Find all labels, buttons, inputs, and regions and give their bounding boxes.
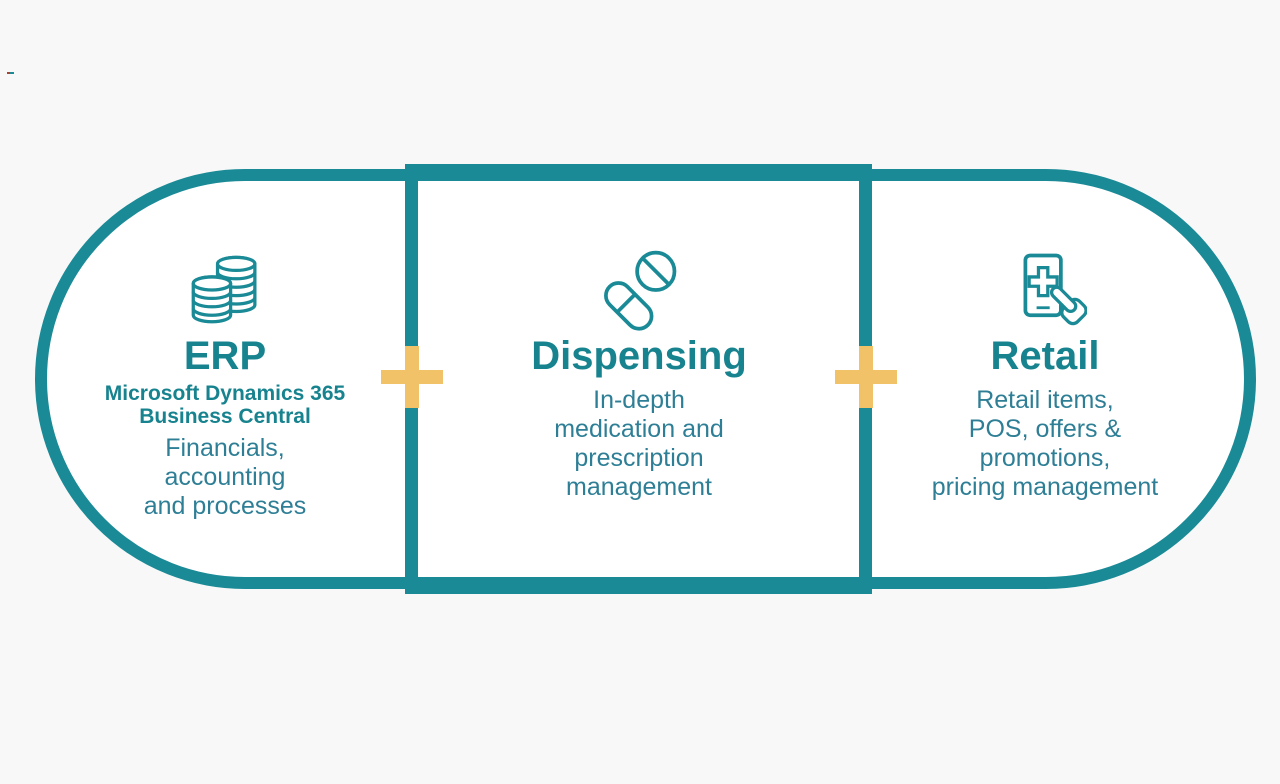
stray-mark-teal bbox=[10, 72, 14, 74]
section-title: Retail bbox=[990, 334, 1100, 378]
section-description: In-depth medication and prescription man… bbox=[554, 386, 724, 501]
phone-tap-icon bbox=[1003, 248, 1087, 332]
section-retail: Retail Retail items, POS, offers & promo… bbox=[880, 248, 1210, 502]
coins-icon bbox=[183, 248, 267, 332]
stray-mark bbox=[7, 72, 14, 74]
dispensing-box-border bbox=[405, 164, 872, 594]
section-title: ERP bbox=[183, 334, 267, 378]
plus-connector-right bbox=[835, 346, 897, 408]
stray-mark-red bbox=[7, 72, 10, 74]
section-subtitle: Microsoft Dynamics 365 Business Central bbox=[104, 382, 346, 428]
capsule-outline bbox=[35, 169, 1256, 589]
section-description: Financials, accounting and processes bbox=[143, 434, 307, 520]
section-title: Dispensing bbox=[531, 334, 747, 378]
section-dispensing: Dispensing In-depth medication and presc… bbox=[425, 248, 853, 502]
section-description: Retail items, POS, offers & promotions, … bbox=[931, 386, 1159, 501]
plus-icon bbox=[859, 346, 873, 408]
section-erp: ERP Microsoft Dynamics 365 Business Cent… bbox=[60, 248, 390, 521]
plus-icon bbox=[405, 346, 419, 408]
pills-icon bbox=[597, 248, 681, 332]
plus-connector-left bbox=[381, 346, 443, 408]
